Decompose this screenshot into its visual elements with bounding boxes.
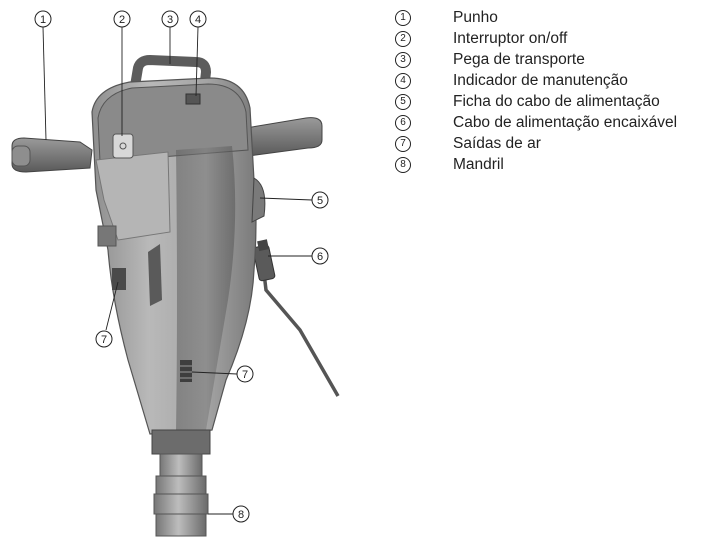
legend-number: 8 (395, 156, 411, 173)
callout-3: 3 (161, 10, 179, 28)
grip-right (245, 117, 323, 157)
legend-number: 2 (395, 31, 411, 48)
legend-label: Ficha do cabo de alimentação (453, 93, 660, 110)
legend-item-power-cable: 6 Cabo de alimentação encaixável (395, 112, 725, 133)
legend-item-cable-plug: 5 Ficha do cabo de alimentação (395, 92, 725, 113)
parts-legend: 1 Punho 2 Interruptor on/off 3 Pega de t… (395, 8, 725, 175)
legend-label: Saídas de ar (453, 134, 541, 152)
legend-item-carrying-handle: 3 Pega de transporte (395, 50, 725, 71)
callout-4: 4 (189, 10, 207, 28)
legend-number: 7 (395, 135, 411, 152)
svg-text:3: 3 (167, 14, 173, 26)
breaker-body (91, 77, 266, 435)
callout-1: 1 (34, 10, 52, 28)
legend-label: Indicador de manutenção (453, 72, 628, 90)
svg-text:1: 1 (40, 14, 46, 26)
legend-number: 6 (395, 114, 411, 131)
grip (11, 137, 93, 173)
svg-text:7: 7 (101, 334, 107, 346)
legend-item-chuck: 8 Mandril (395, 154, 725, 175)
legend-item-maintenance-indicator: 4 Indicador de manutenção (395, 71, 725, 92)
legend-label: Punho (453, 9, 498, 27)
legend-number: 3 (395, 52, 411, 69)
svg-text:4: 4 (195, 14, 201, 26)
callout-6: 6 (311, 247, 329, 265)
callout-7a: 7 (95, 330, 113, 348)
legend-item-grip: 1 Punho (395, 8, 725, 29)
svg-text:6: 6 (317, 251, 323, 263)
legend-label: Pega de transporte (453, 51, 585, 69)
legend-number: 1 (395, 10, 411, 27)
legend-number: 5 (395, 94, 411, 110)
svg-text:7: 7 (242, 369, 248, 381)
legend-label: Mandril (453, 155, 504, 173)
callout-8: 8 (232, 505, 250, 523)
legend-label: Cabo de alimentação encaixável (453, 113, 678, 131)
callout-2: 2 (113, 10, 131, 28)
svg-text:5: 5 (317, 195, 323, 207)
breaker-illustration: 1 2 3 4 5 6 7 7 8 (11, 10, 340, 537)
on-off-switch (112, 133, 134, 159)
callout-leaders (42, 26, 313, 515)
callout-5: 5 (311, 191, 329, 209)
legend-item-on-off-switch: 2 Interruptor on/off (395, 29, 725, 50)
chuck (151, 429, 211, 537)
power-cable (252, 239, 340, 397)
callout-7b: 7 (236, 365, 254, 383)
svg-text:8: 8 (238, 509, 244, 521)
air-vents-front (180, 360, 192, 382)
legend-number: 4 (395, 73, 411, 90)
legend-item-air-vents: 7 Saídas de ar (395, 133, 725, 154)
legend-label: Interruptor on/off (453, 30, 568, 48)
svg-text:2: 2 (119, 14, 125, 26)
air-vents-left (112, 244, 162, 306)
carrying-handle (129, 54, 212, 93)
